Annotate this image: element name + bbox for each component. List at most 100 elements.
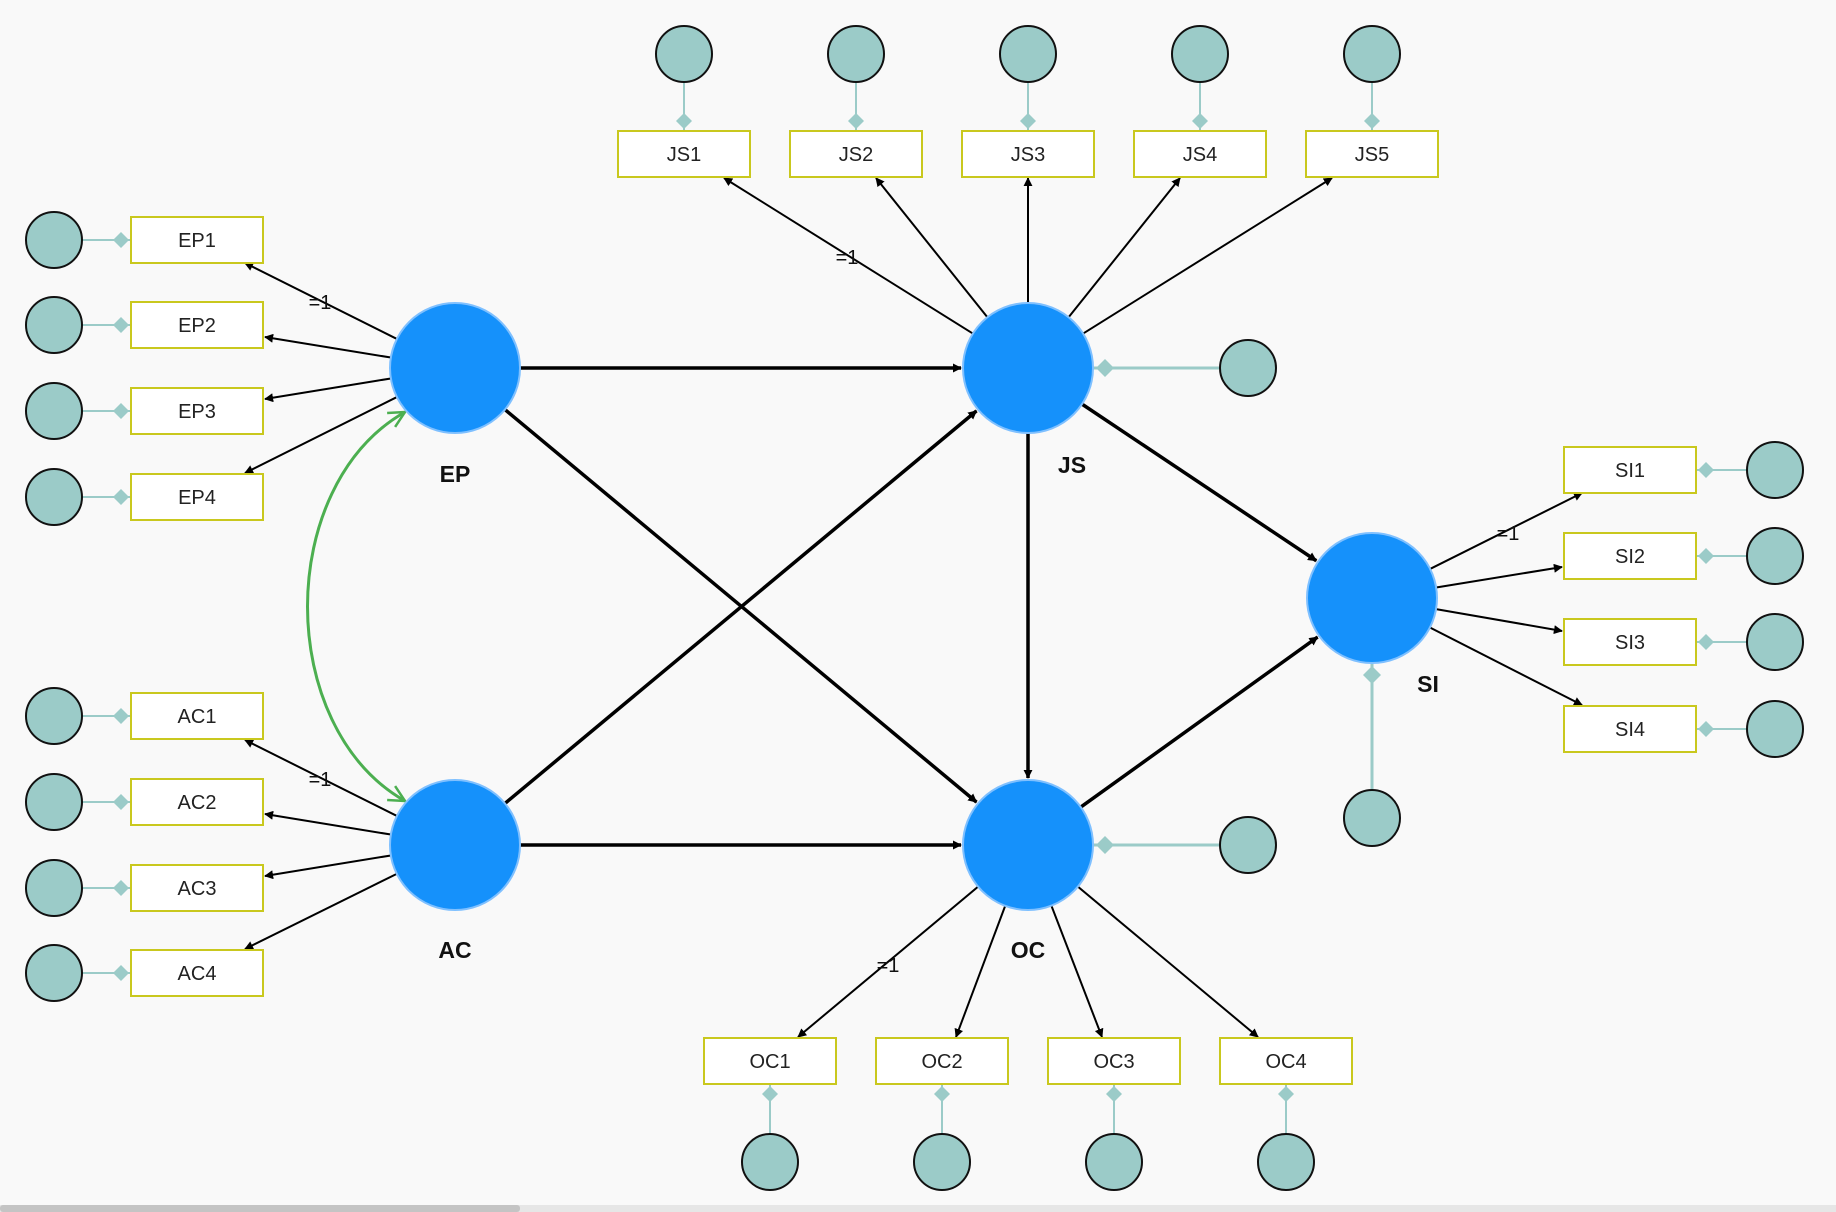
indicator-ac4[interactable]: AC4 [130,949,264,997]
error-term-ac1[interactable] [25,687,83,745]
indicator-box[interactable] [1563,705,1697,753]
error-term-si4[interactable] [1746,700,1804,758]
error-term-js3[interactable] [999,25,1057,83]
indicator-ep2[interactable]: EP2 [130,301,264,349]
loading-arrow-ac1[interactable] [244,739,398,817]
disturbance-js[interactable] [1219,339,1277,397]
error-term-oc3[interactable] [1085,1133,1143,1191]
indicator-ac2[interactable]: AC2 [130,778,264,826]
error-term-ep4[interactable] [25,468,83,526]
error-term-js1[interactable] [655,25,713,83]
indicator-box[interactable] [1219,1037,1353,1085]
indicator-box[interactable] [1047,1037,1181,1085]
disturbance-oc[interactable] [1219,816,1277,874]
horizontal-scrollbar-thumb[interactable] [0,1205,520,1212]
loading-arrow-ac4[interactable] [244,872,398,950]
indicator-oc3[interactable]: OC3 [1047,1037,1181,1085]
indicator-oc2[interactable]: OC2 [875,1037,1009,1085]
error-term-ac4[interactable] [25,944,83,1002]
loading-arrow-oc4[interactable] [1077,885,1259,1038]
indicator-si4[interactable]: SI4 [1563,705,1697,753]
indicator-box[interactable] [130,216,264,264]
error-link-diamond-ac2 [113,794,129,810]
disturbance-si[interactable] [1343,789,1401,847]
loading-arrow-oc1[interactable] [797,885,979,1038]
loading-arrow-js5[interactable] [1082,177,1333,335]
indicator-box[interactable] [1563,532,1697,580]
latent-variable-si[interactable] [1306,532,1438,664]
path-arrow-ac-to-js[interactable] [503,409,978,805]
indicator-oc4[interactable]: OC4 [1219,1037,1353,1085]
indicator-box[interactable] [1133,130,1267,178]
indicator-box[interactable] [703,1037,837,1085]
indicator-box[interactable] [617,130,751,178]
latent-variable-ep[interactable] [389,302,521,434]
indicator-label: EP1 [178,230,216,252]
loading-arrow-oc2[interactable] [954,905,1007,1038]
loading-arrow-js1[interactable] [723,177,974,335]
indicator-ep1[interactable]: EP1 [130,216,264,264]
indicator-box[interactable] [789,130,923,178]
error-term-ac3[interactable] [25,859,83,917]
error-term-js2[interactable] [827,25,885,83]
error-term-ep3[interactable] [25,382,83,440]
latent-variable-js[interactable] [962,302,1094,434]
indicator-si1[interactable]: SI1 [1563,446,1697,494]
indicator-js2[interactable]: JS2 [789,130,923,178]
loading-arrow-si3[interactable] [1435,608,1563,635]
error-term-oc4[interactable] [1257,1133,1315,1191]
correlation-ep-ac[interactable] [306,410,406,803]
path-arrow-js-to-si[interactable] [1081,402,1318,563]
loading-arrow-oc3[interactable] [1050,905,1104,1038]
error-term-si1[interactable] [1746,441,1804,499]
error-term-ac2[interactable] [25,773,83,831]
loading-arrow-js4[interactable] [1067,177,1181,318]
loading-arrow-js2[interactable] [875,177,989,318]
indicator-si3[interactable]: SI3 [1563,618,1697,666]
horizontal-scrollbar-track[interactable] [0,1205,1836,1212]
indicator-box[interactable] [130,864,264,912]
loading-arrow-si4[interactable] [1429,626,1583,706]
indicator-box[interactable] [130,387,264,435]
indicator-ac3[interactable]: AC3 [130,864,264,912]
indicator-ep3[interactable]: EP3 [130,387,264,435]
loading-arrow-si2[interactable] [1435,563,1563,589]
loading-arrow-ep4[interactable] [244,396,398,474]
indicator-js3[interactable]: JS3 [961,130,1095,178]
indicator-js5[interactable]: JS5 [1305,130,1439,178]
loading-arrow-ac3[interactable] [264,854,392,880]
error-term-oc2[interactable] [913,1133,971,1191]
loading-arrow-ep2[interactable] [264,333,392,359]
error-term-ep1[interactable] [25,211,83,269]
indicator-box[interactable] [1563,446,1697,494]
error-term-js4[interactable] [1171,25,1229,83]
indicator-label: OC4 [1265,1051,1306,1073]
indicator-oc1[interactable]: OC1 [703,1037,837,1085]
indicator-box[interactable] [961,130,1095,178]
indicator-box[interactable] [130,692,264,740]
latent-variable-ac[interactable] [389,779,521,911]
error-term-oc1[interactable] [741,1133,799,1191]
indicator-box[interactable] [1563,618,1697,666]
loading-arrow-ac2[interactable] [264,810,392,836]
indicator-box[interactable] [130,949,264,997]
indicator-box[interactable] [875,1037,1009,1085]
indicator-box[interactable] [1305,130,1439,178]
error-term-js5[interactable] [1343,25,1401,83]
loading-arrow-ep3[interactable] [264,377,392,403]
loading-arrow-si1[interactable] [1429,492,1583,570]
error-term-si2[interactable] [1746,527,1804,585]
indicator-box[interactable] [130,778,264,826]
error-term-si3[interactable] [1746,613,1804,671]
latent-variable-oc[interactable] [962,779,1094,911]
indicator-ep4[interactable]: EP4 [130,473,264,521]
indicator-ac1[interactable]: AC1 [130,692,264,740]
indicator-js1[interactable]: JS1 [617,130,751,178]
indicator-box[interactable] [130,301,264,349]
loading-arrow-ep1[interactable] [244,262,398,340]
path-arrow-oc-to-si[interactable] [1079,635,1319,809]
indicator-js4[interactable]: JS4 [1133,130,1267,178]
error-term-ep2[interactable] [25,296,83,354]
indicator-box[interactable] [130,473,264,521]
indicator-si2[interactable]: SI2 [1563,532,1697,580]
